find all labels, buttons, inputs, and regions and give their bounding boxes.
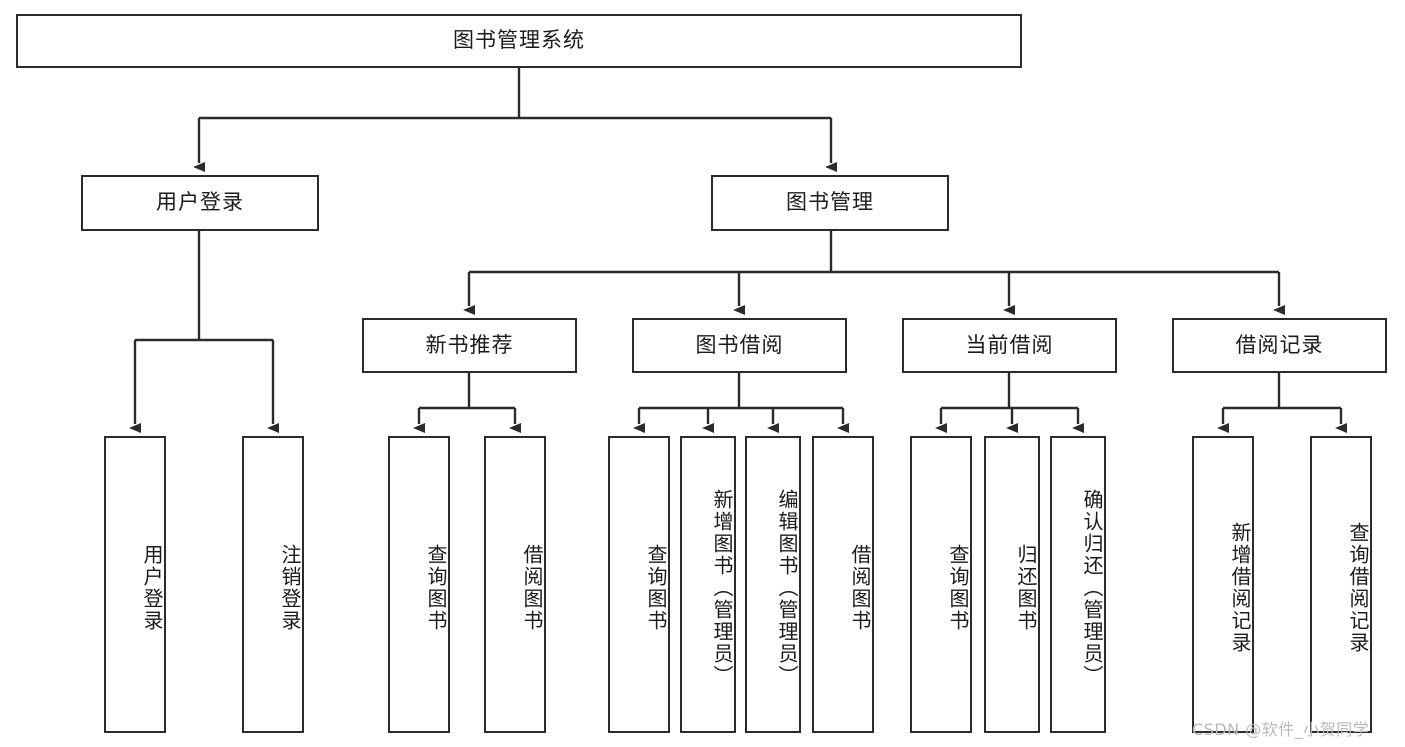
node-root[interactable]: 图书管理系统 bbox=[16, 14, 1022, 68]
node-user-login[interactable]: 用户登录 bbox=[81, 175, 319, 231]
leaf-label: 查询图书 bbox=[946, 543, 970, 632]
leaf-label: 确认归还（管理员） bbox=[1080, 488, 1104, 687]
leaf-add-book-admin[interactable]: 新增图书（管理员） bbox=[680, 436, 736, 733]
node-current-borrow[interactable]: 当前借阅 bbox=[902, 318, 1117, 373]
leaf-label: 借阅图书 bbox=[520, 543, 544, 632]
leaf-user-login[interactable]: 用户登录 bbox=[104, 436, 166, 733]
leaf-label: 新增图书（管理员） bbox=[710, 488, 734, 687]
node-book-borrow-label: 图书借阅 bbox=[695, 332, 784, 357]
csdn-watermark: CSDN @软件_小贺同学 bbox=[1192, 720, 1370, 739]
leaf-query-borrow-record[interactable]: 查询借阅记录 bbox=[1310, 436, 1372, 733]
leaf-return-book[interactable]: 归还图书 bbox=[984, 436, 1040, 733]
node-borrow-record-label: 借阅记录 bbox=[1235, 332, 1324, 357]
leaf-borrow-book-recommend[interactable]: 借阅图书 bbox=[484, 436, 546, 733]
leaf-query-book-current[interactable]: 查询图书 bbox=[910, 436, 972, 733]
node-book-borrow[interactable]: 图书借阅 bbox=[632, 318, 847, 373]
leaf-query-book-borrow[interactable]: 查询图书 bbox=[608, 436, 670, 733]
node-user-login-label: 用户登录 bbox=[156, 190, 244, 215]
leaf-edit-book-admin[interactable]: 编辑图书（管理员） bbox=[745, 436, 801, 733]
leaf-label: 查询图书 bbox=[644, 543, 668, 632]
leaf-label: 新增借阅记录 bbox=[1228, 521, 1252, 654]
node-root-label: 图书管理系统 bbox=[453, 28, 585, 53]
node-book-management-label: 图书管理 bbox=[786, 190, 874, 215]
node-new-book-recommend[interactable]: 新书推荐 bbox=[362, 318, 577, 373]
node-book-management[interactable]: 图书管理 bbox=[711, 175, 949, 231]
leaf-label: 注销登录 bbox=[278, 543, 302, 632]
leaf-confirm-return-admin[interactable]: 确认归还（管理员） bbox=[1050, 436, 1106, 733]
leaf-query-book-recommend[interactable]: 查询图书 bbox=[388, 436, 450, 733]
leaf-label: 查询借阅记录 bbox=[1346, 521, 1370, 654]
leaf-label: 查询图书 bbox=[424, 543, 448, 632]
leaf-add-borrow-record[interactable]: 新增借阅记录 bbox=[1192, 436, 1254, 733]
leaf-logout-login[interactable]: 注销登录 bbox=[242, 436, 304, 733]
leaf-label: 归还图书 bbox=[1014, 543, 1038, 632]
leaf-borrow-book[interactable]: 借阅图书 bbox=[812, 436, 874, 733]
node-borrow-record[interactable]: 借阅记录 bbox=[1172, 318, 1387, 373]
leaf-label: 编辑图书（管理员） bbox=[775, 488, 799, 687]
node-current-borrow-label: 当前借阅 bbox=[965, 332, 1054, 357]
node-new-book-recommend-label: 新书推荐 bbox=[425, 332, 514, 357]
leaf-label: 借阅图书 bbox=[848, 543, 872, 632]
leaf-label: 用户登录 bbox=[140, 543, 164, 632]
